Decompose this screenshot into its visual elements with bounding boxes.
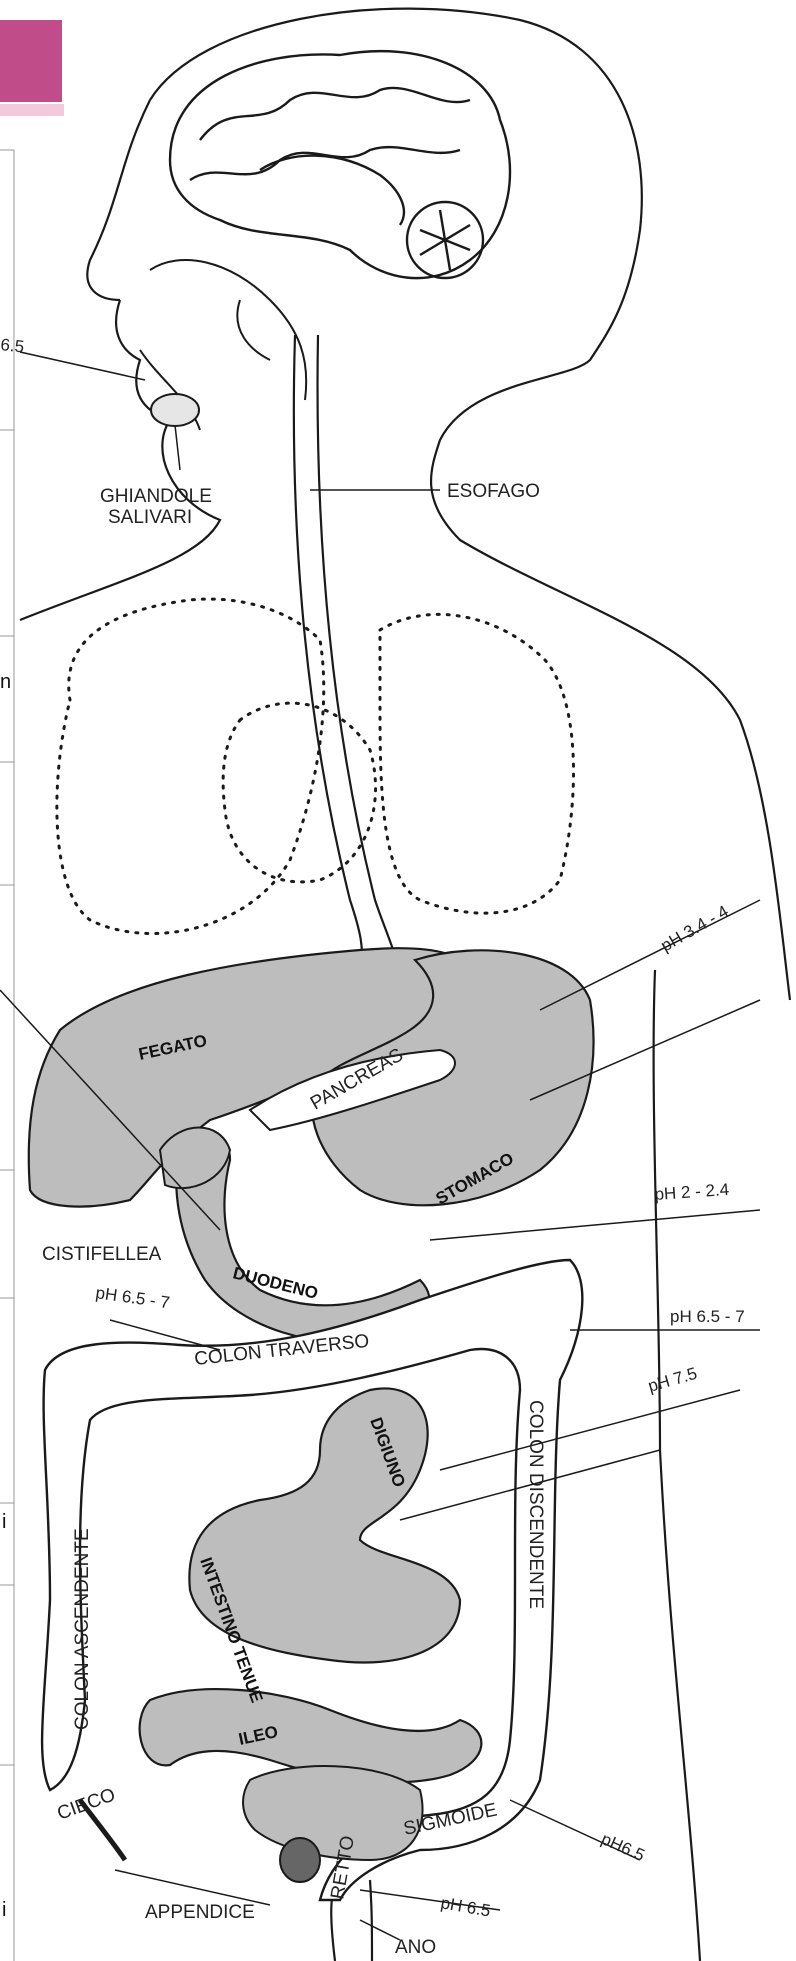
edge-glyph-i-2: i (2, 1899, 6, 1921)
ph-stomach-lower: pH 2 - 2.4 (654, 1180, 730, 1204)
rectum-dark (280, 1838, 320, 1882)
header-color-block (0, 20, 62, 102)
label-esofago: ESOFAGO (447, 481, 540, 502)
header-underline (0, 104, 64, 116)
ph-mouth: 6.5 (0, 335, 25, 356)
edge-glyph-i-1: i (2, 1511, 6, 1533)
label-cistifellea: CISTIFELLEA (42, 1244, 162, 1265)
ph-stomach-upper: pH 3.4 - 4 (658, 902, 732, 956)
label-ghiandole-2: SALIVARI (108, 507, 192, 528)
page-edge-table (0, 150, 14, 1961)
edge-glyph-n: n (0, 671, 11, 693)
ph-colon-right: pH 6.5 - 7 (670, 1307, 745, 1326)
thoracic-dotted-outlines (57, 599, 574, 933)
ph-anus: pH 6.5 (439, 1893, 492, 1920)
esophagus (294, 335, 400, 975)
label-colon-ascendente: COLON ASCENDENTE (72, 1528, 93, 1730)
rectum-area (243, 1766, 423, 1860)
ph-sigmoid: pH6.5 (598, 1829, 647, 1865)
label-appendice: APPENDICE (145, 1902, 255, 1923)
ph-colon-transverse: pH 6.5 - 7 (94, 1283, 171, 1312)
ph-jejunum: pH 7.5 (646, 1364, 699, 1396)
label-ano: ANO (395, 1937, 436, 1958)
label-ghiandole-1: GHIANDOLE (100, 486, 212, 507)
label-colon-discendente: COLON DISCENDENTE (525, 1400, 546, 1609)
salivary-gland (151, 394, 199, 426)
brain (170, 51, 510, 278)
label-cieco: CIECO (55, 1784, 119, 1824)
